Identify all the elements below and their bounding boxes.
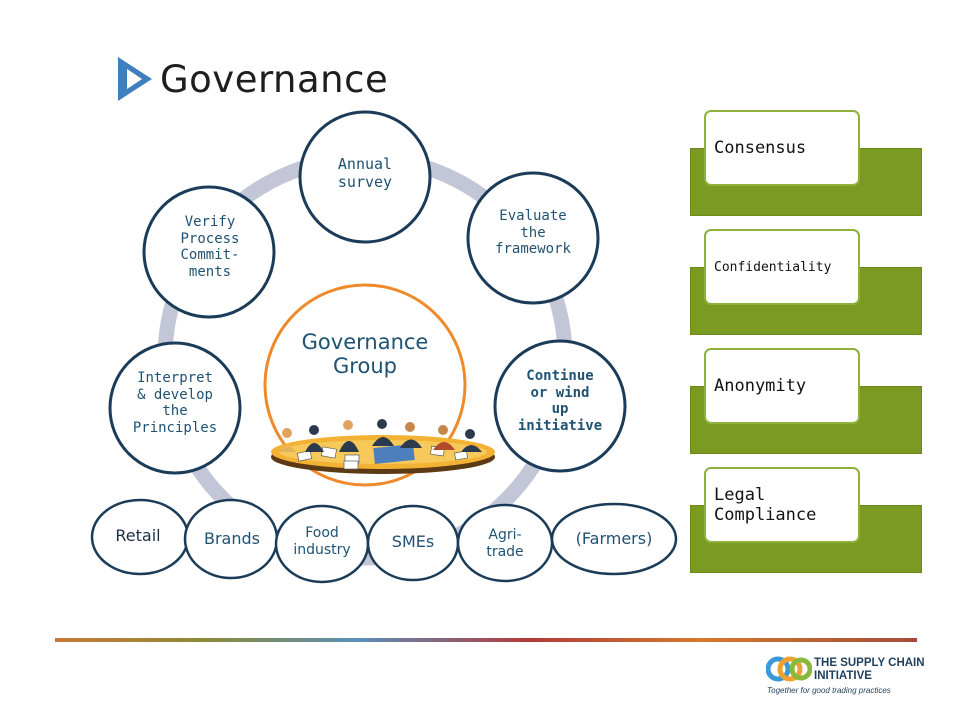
stakeholder-label-line: (Farmers) [575, 529, 653, 548]
principle-label: Anonymity [714, 376, 807, 396]
stakeholder-label-line: Food [305, 525, 339, 541]
stakeholder-label-agri-trade: Agri- trade [465, 527, 545, 560]
node-label-line: Process [180, 230, 240, 247]
stakeholder-label-retail: Retail [100, 526, 176, 546]
principle-label: Consensus [714, 138, 807, 158]
logo-tagline: Together for good trading practices [767, 686, 891, 695]
node-label-line: Verify [184, 214, 236, 230]
stakeholder-label-brands: Brands [192, 529, 272, 549]
stakeholder-label-line: Brands [204, 529, 260, 548]
node-continue-or-wind-up [493, 339, 627, 473]
title-arrow-icon [118, 57, 152, 101]
node-evaluate-framework [466, 171, 600, 305]
node-label-line: the [520, 224, 546, 241]
node-label-line: or wind [530, 384, 590, 401]
principle-card: Consensus [704, 110, 860, 186]
meeting-illustration [271, 419, 495, 474]
stakeholder-label-line: Agri- [488, 527, 522, 543]
node-label-verify-commitments: Verify Process Commit- ments [152, 214, 268, 280]
stakeholder-label-food-industry: Food industry [282, 525, 362, 558]
node-label-line: Interpret [137, 370, 213, 386]
node-label-line: Annual [337, 155, 393, 173]
node-label-line: up [551, 401, 569, 418]
node-label-line: framework [495, 241, 571, 258]
node-label-continue-or-wind-up: Continue or wind up initiative [502, 368, 618, 434]
principle-legal-compliance: Legal Compliance [690, 467, 922, 573]
principle-confidentiality: Confidentiality [690, 229, 922, 335]
governance-group-label: Governance Group [270, 330, 460, 378]
stakeholder-label-line: SMEs [391, 532, 435, 551]
node-label-line: Commit- [180, 247, 240, 264]
principle-label: Legal Compliance [714, 484, 817, 525]
supply-chain-logo-icon [766, 656, 812, 682]
node-label-line: ments [188, 263, 232, 280]
logo-name: THE SUPPLY CHAIN INITIATIVE [814, 657, 925, 683]
stakeholder-farmers-ellipse [550, 502, 678, 576]
stakeholder-label-line: Retail [115, 526, 161, 545]
group-label-line: Governance [301, 330, 429, 354]
principle-card: Legal Compliance [704, 467, 860, 543]
node-label-annual-survey: Annual survey [310, 155, 420, 191]
principle-anonymity: Anonymity [690, 348, 922, 454]
governance-group-circle [263, 283, 467, 487]
logo-name-line: THE SUPPLY CHAIN [814, 657, 925, 669]
node-label-line: Evaluate [499, 208, 567, 224]
logo-name-line: INITIATIVE [814, 670, 872, 683]
stakeholder-label-smes: SMEs [373, 532, 453, 552]
principle-label: Confidentiality [714, 259, 832, 275]
node-label-line: Principles [132, 419, 218, 436]
node-label-line: survey [337, 172, 393, 191]
node-label-line: the [162, 403, 188, 420]
node-label-interpret-principles: Interpret & develop the Principles [116, 370, 234, 436]
principle-card: Anonymity [704, 348, 860, 424]
stakeholder-label-line: industry [293, 541, 351, 558]
principle-consensus: Consensus [690, 110, 922, 216]
node-label-evaluate-framework: Evaluate the framework [475, 208, 591, 258]
node-label-line: & develop [137, 386, 213, 403]
node-label-line: Continue [526, 368, 594, 384]
node-annual-survey [298, 110, 432, 244]
stakeholder-label-line: trade [486, 543, 524, 560]
group-label-line: Group [333, 354, 397, 379]
principle-card: Confidentiality [704, 229, 860, 305]
node-verify-commitments [142, 185, 276, 319]
footer-divider [55, 638, 917, 642]
page-title: Governance [160, 58, 389, 101]
stakeholder-label-farmers: (Farmers) [558, 529, 670, 549]
node-label-line: initiative [517, 417, 603, 434]
node-interpret-principles [108, 341, 242, 475]
